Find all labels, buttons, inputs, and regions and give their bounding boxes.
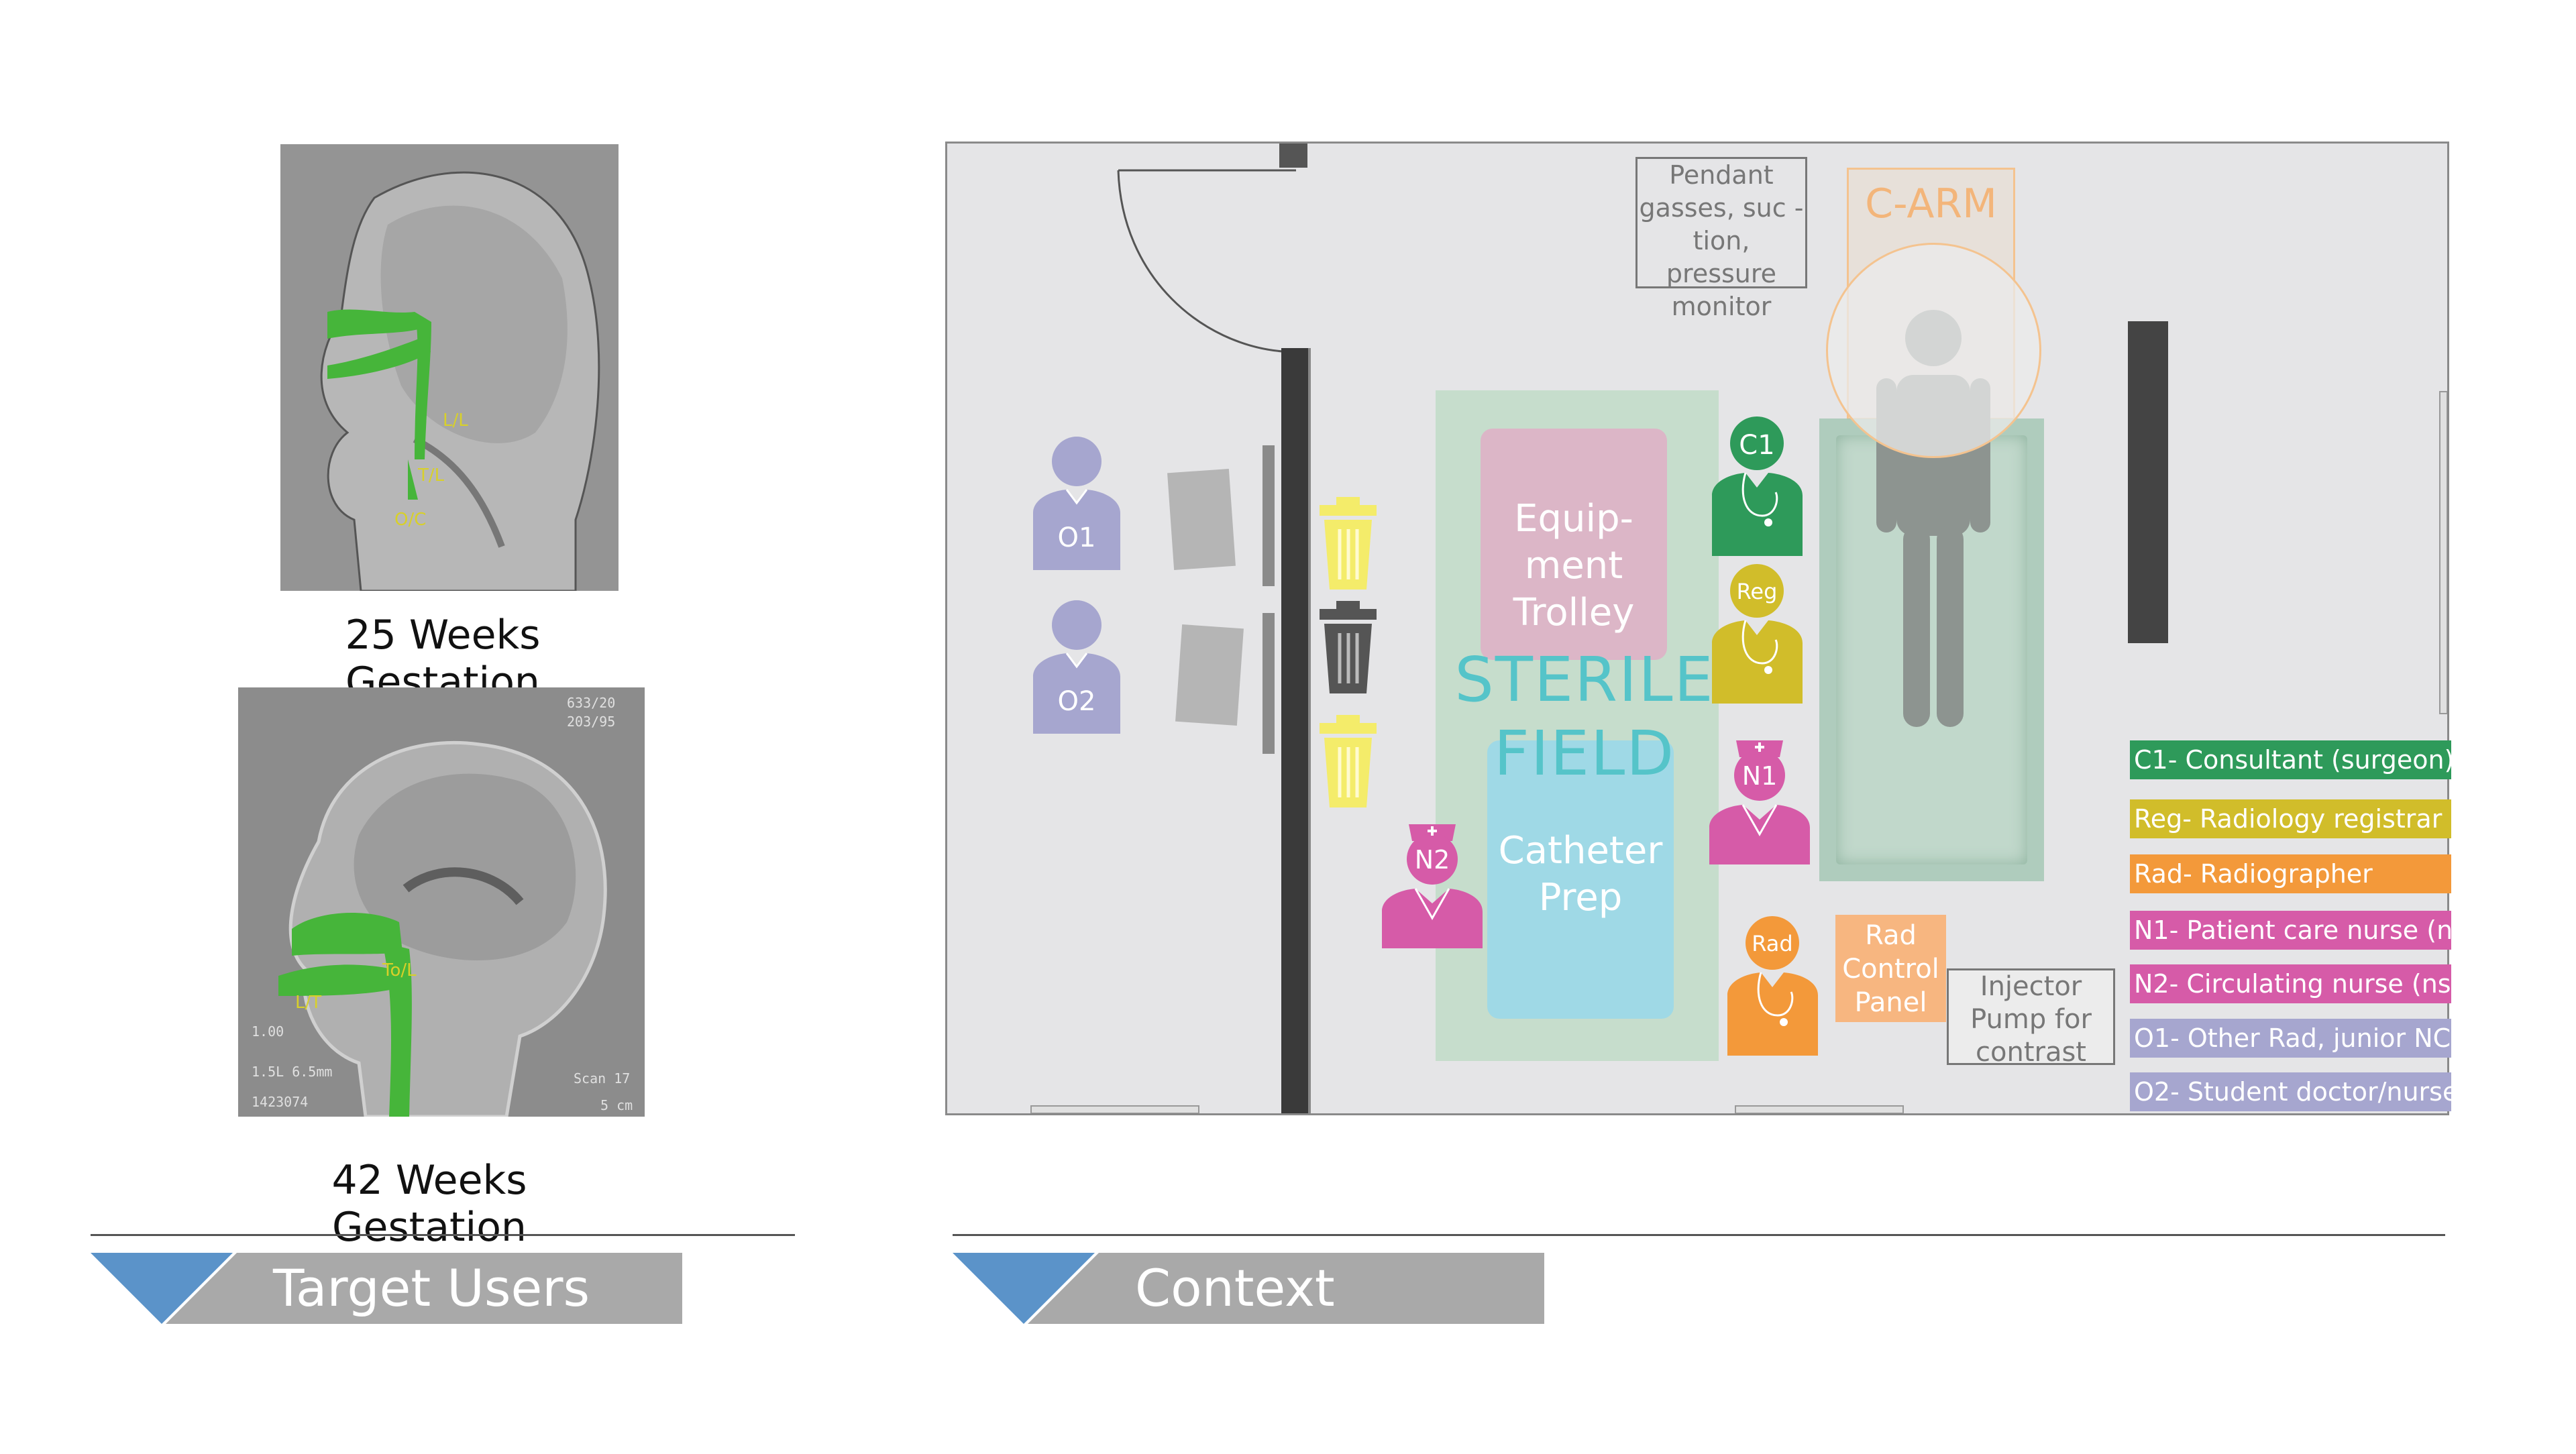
label-t-l: T/L <box>417 465 445 486</box>
person-reg-icon: Reg <box>1712 563 1803 704</box>
person-rad-icon: Rad <box>1727 915 1818 1056</box>
c-arm-circle <box>1826 243 2041 458</box>
svg-text:1.5L 6.5mm: 1.5L 6.5mm <box>252 1064 332 1080</box>
equipment-trolley: Equip- ment Trolley <box>1481 429 1667 660</box>
bin-dark-icon <box>1316 600 1380 697</box>
divider-context <box>953 1234 2445 1236</box>
banner-target-users: Target Users <box>166 1253 682 1324</box>
svg-text:O1: O1 <box>1058 522 1096 553</box>
sterile-field-label: STERILE FIELD <box>1417 643 1752 791</box>
svg-text:Reg: Reg <box>1737 579 1778 604</box>
bin-yellow-1-icon <box>1316 496 1380 593</box>
section-title-target-users: Target Users <box>273 1258 590 1318</box>
svg-text:1.00: 1.00 <box>252 1023 284 1040</box>
legend-item-o1: O1- Other Rad, junior NCH <box>2130 1019 2451 1058</box>
label-l-l: L/L <box>443 410 468 431</box>
svg-text:C1: C1 <box>1739 430 1774 461</box>
operating-room-floorplan: Pendant gasses, suc - tion, pressure mon… <box>945 142 2449 1115</box>
svg-text:N1: N1 <box>1742 761 1778 791</box>
person-n2-icon: N2 <box>1382 811 1483 948</box>
legend-item-reg: Reg- Radiology registrar <box>2130 799 2451 838</box>
c-arm-label: C-ARM <box>1849 180 2013 227</box>
svg-text:5 cm: 5 cm <box>600 1097 633 1113</box>
svg-text:203/95: 203/95 <box>567 714 615 730</box>
label-to-l: To/L <box>382 960 417 981</box>
svg-text:Scan 17: Scan 17 <box>574 1070 630 1086</box>
pendant-label: Pendant gasses, suc - tion, pressure mon… <box>1635 157 1807 288</box>
mri-image-25-weeks: L/L T/L O/C <box>280 144 619 591</box>
mri-image-42-weeks: To/L L/T 633/20 203/95 1.00 1.5L 6.5mm 1… <box>238 687 645 1117</box>
caption-42-weeks: 42 Weeks Gestation <box>228 1157 631 1251</box>
injector-pump: Injector Pump for contrast <box>1947 968 2115 1065</box>
legend-item-n2: N2- Circulating nurse (ns) <box>2130 964 2451 1003</box>
side-table-1 <box>1167 469 1236 570</box>
legend-item-c1: C1- Consultant (surgeon) <box>2130 740 2451 779</box>
svg-text:633/20: 633/20 <box>567 695 615 711</box>
label-o-c: O/C <box>394 510 426 530</box>
rad-control-panel: Rad Control Panel <box>1835 915 1946 1022</box>
legend-item-rad: Rad- Radiographer <box>2130 854 2451 893</box>
person-o2-icon: O2 <box>1033 600 1120 734</box>
person-n1-icon: N1 <box>1709 727 1810 864</box>
legend-item-n1: N1- Patient care nurse (ns) <box>2130 911 2451 950</box>
svg-text:Rad: Rad <box>1752 931 1792 956</box>
person-c1-icon: C1 <box>1712 415 1803 556</box>
svg-text:N2: N2 <box>1415 845 1450 875</box>
bin-yellow-2-icon <box>1316 714 1380 811</box>
section-title-context: Context <box>1135 1258 1335 1318</box>
divider-target-users <box>91 1234 795 1236</box>
svg-text:O2: O2 <box>1058 686 1096 717</box>
side-table-2 <box>1175 624 1244 726</box>
legend-item-o2: O2- Student doctor/nurse <box>2130 1072 2451 1111</box>
banner-context: Context <box>1028 1253 1544 1324</box>
label-l-t: L/T <box>295 993 321 1013</box>
svg-text:1423074: 1423074 <box>252 1094 308 1110</box>
person-o1-icon: O1 <box>1033 436 1120 570</box>
